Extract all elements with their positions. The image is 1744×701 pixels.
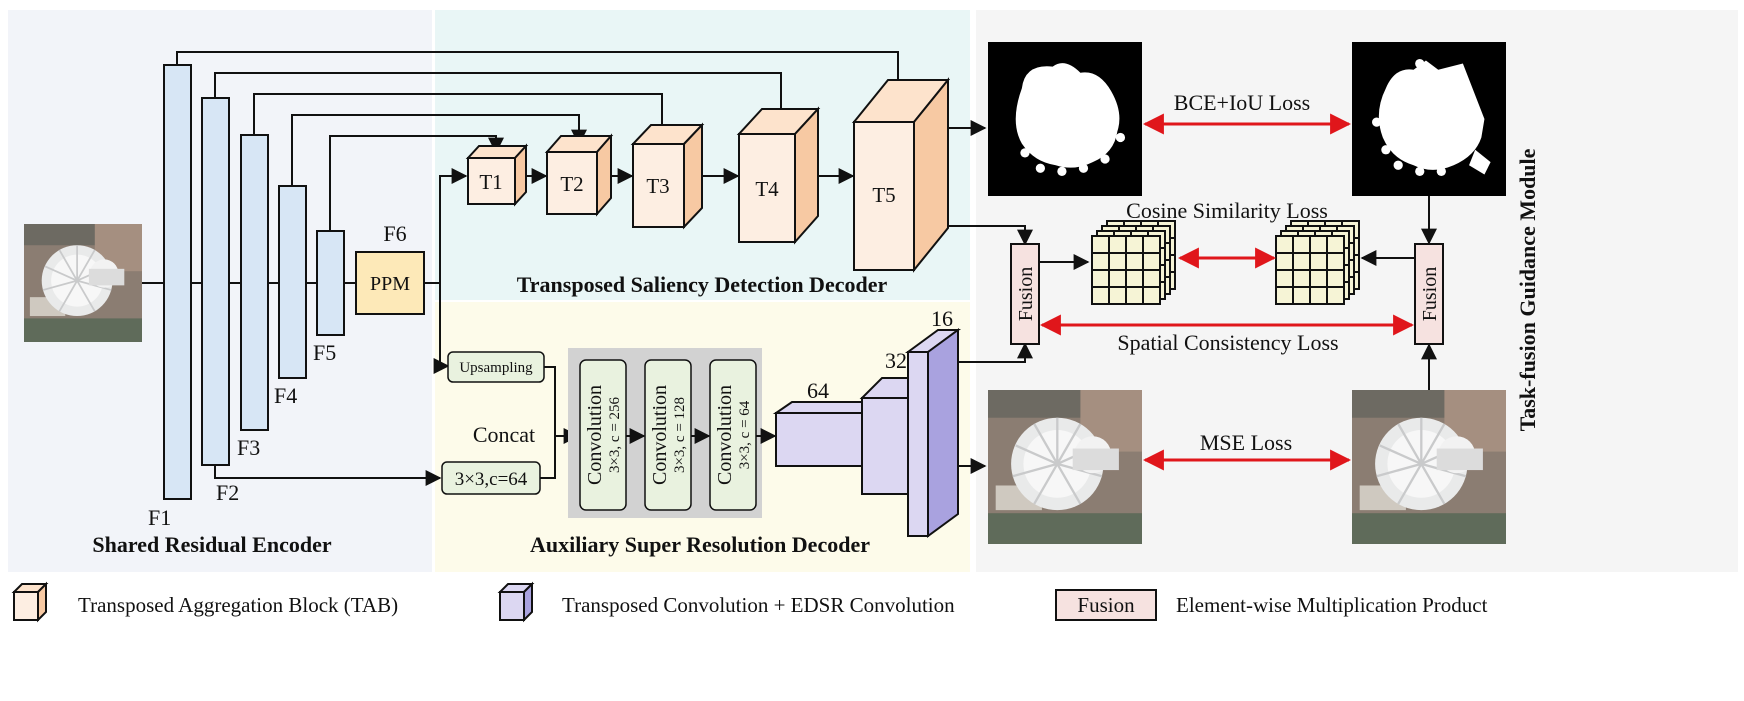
legend-fusion-box-label: Fusion [1077,593,1135,617]
sr-block-16 [904,328,962,538]
skip-connections [176,51,906,486]
legend-sr-text: Transposed Convolution + EDSR Convolutio… [562,593,955,617]
fusion-label-left: Fusion [1015,267,1037,321]
encoder-title: Shared Residual Encoder [92,532,331,557]
channel-label-16: 16 [931,306,953,331]
conv-params-2: 3×3, c = 128 [672,397,688,473]
fusion-box-left [1010,243,1040,345]
tab-block-t2 [544,133,614,217]
feature-grid-left [1091,220,1176,305]
tab-block-t5 [851,77,951,273]
legend-tab-icon [11,581,49,623]
feature-label-f4: F4 [274,383,297,408]
bce-iou-loss-label: BCE+IoU Loss [1174,90,1310,115]
guidance-arrows [1039,196,1437,390]
conv-params-3: 3×3, c = 64 [737,400,753,469]
legend-tab-text: Transposed Aggregation Block (TAB) [78,593,398,617]
sr-output-arrows [958,342,1033,474]
sr-decoder-title: Auxiliary Super Resolution Decoder [530,532,870,557]
conv-name-2: Convolution [649,385,671,485]
concat-label: Concat [473,422,535,447]
fusion-label-right: Fusion [1419,267,1441,321]
tab-label-t4: T4 [755,177,779,201]
encoder-block-f1 [163,64,192,500]
tab-chain-arrows [526,120,1033,246]
sr-cuboids [772,328,962,538]
feature-label-f3: F3 [237,435,260,460]
channel-label-32: 32 [885,348,907,373]
feature-label-f1: F1 [148,505,171,530]
input-image [24,224,142,342]
encoder-block-f4 [278,185,307,379]
encoder-block-f3 [240,134,269,431]
feature-label-f5: F5 [313,340,336,365]
predicted-sr-image [988,390,1142,544]
mse-loss-label: MSE Loss [1200,430,1292,455]
legend-fusion-desc: Element-wise Multiplication Product [1176,593,1488,617]
tab-label-t5: T5 [872,183,895,207]
channel-label-64: 64 [807,378,829,403]
conv-name-1: Convolution [584,385,606,485]
spatial-loss-label: Spatial Consistency Loss [1117,330,1338,355]
encoder-block-f2 [201,97,230,466]
cosine-loss-label: Cosine Similarity Loss [1126,198,1328,223]
tab-block-t3 [630,122,705,230]
ground-truth-saliency-map [1352,42,1506,196]
tab-label-t1: T1 [479,170,502,194]
saliency-decoder-title: Transposed Saliency Detection Decoder [517,272,888,297]
conv-in-label: 3×3,c=64 [455,469,528,490]
ground-truth-hr-image [1352,390,1506,544]
ppm-label: PPM [370,273,410,295]
guidance-module-title: Task-fusion Guidance Module [1515,148,1540,431]
tab-block-t4 [736,106,821,245]
feature-grids [1091,220,1360,305]
feature-grid-right [1275,220,1360,305]
f6-label: F6 [383,221,406,246]
encoder-blocks [163,64,345,500]
legend-fusion-box [1055,589,1157,621]
tab-cubes [465,77,951,273]
conv-params-1: 3×3, c = 256 [607,396,623,473]
upsampling-label: Upsampling [459,360,533,376]
predicted-saliency-map [988,42,1142,196]
encoder-block-f5 [316,230,345,336]
tab-block-t1 [465,143,529,207]
feature-label-f2: F2 [216,480,239,505]
ppm-block [355,251,425,315]
legend-sr-icon [497,581,535,623]
loss-arrows [1039,113,1415,471]
conv-labels: Convolution 3×3, c = 256 Convolution 3×3… [584,385,753,485]
tab-label-t2: T2 [560,172,583,196]
conv-name-3: Convolution [714,385,736,485]
concat-lines [540,366,580,479]
tab-label-t3: T3 [646,174,669,198]
